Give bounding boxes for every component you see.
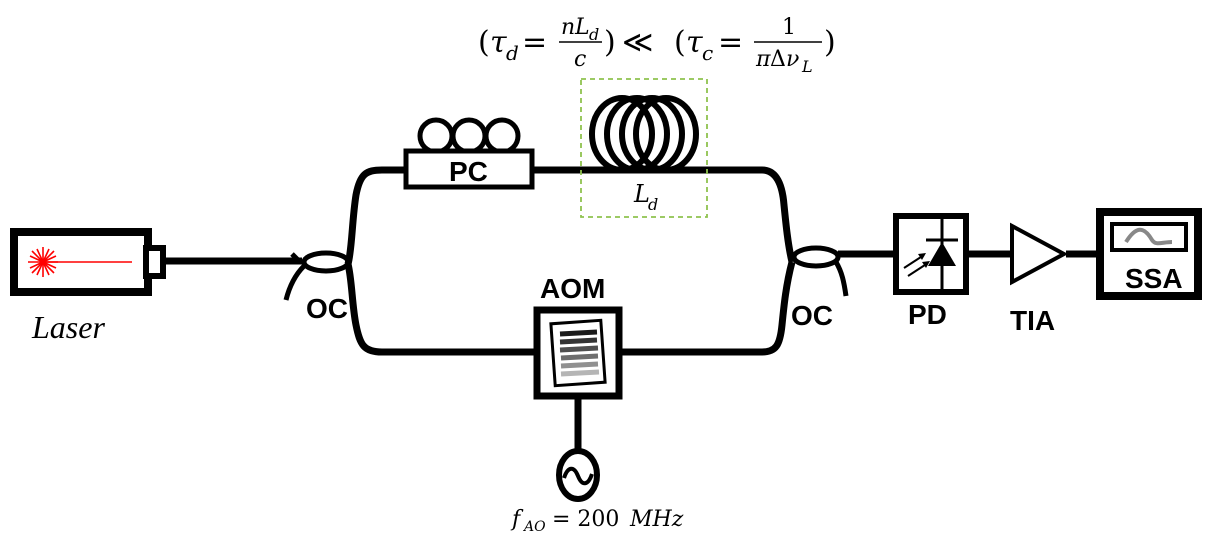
label-freq-unit: MHz bbox=[629, 507, 684, 532]
right-coupler-ring bbox=[791, 245, 841, 269]
delay-line-dashed-box bbox=[580, 78, 708, 218]
formula-equals-2: = bbox=[718, 25, 743, 60]
label-aom: AOM bbox=[540, 273, 605, 304]
label-delay-length: L bbox=[633, 180, 650, 208]
signal-spectrum-analyzer bbox=[1096, 208, 1202, 300]
formula-rparen-1: ) bbox=[604, 25, 616, 60]
photodetector bbox=[893, 213, 969, 295]
left-coupler-tail-lower bbox=[283, 264, 306, 301]
formula-denominator-pi: π bbox=[755, 47, 771, 72]
label-delay-length-sub: d bbox=[648, 195, 658, 214]
label-oc-right: OC bbox=[791, 300, 833, 331]
aom-gradient-stripes bbox=[559, 329, 600, 377]
aom-crystal bbox=[549, 318, 607, 388]
pd-box bbox=[893, 213, 969, 295]
label-pd: PD bbox=[908, 299, 947, 330]
pc-box bbox=[403, 148, 535, 190]
fiber-paths bbox=[163, 166, 1100, 450]
left-coupler-oc bbox=[283, 250, 351, 301]
formula-tau-d: τ bbox=[490, 25, 507, 60]
formula-numerator-sub-d: d bbox=[589, 25, 599, 44]
delay-coil-loops bbox=[589, 95, 699, 173]
formula-rparen-2: ) bbox=[824, 25, 836, 60]
right-coupler-tail bbox=[833, 260, 849, 297]
spectrum-trace-icon bbox=[1124, 227, 1173, 246]
right-coupler-oc bbox=[791, 245, 849, 297]
label-freq-f: f bbox=[510, 507, 524, 532]
fiber-upper-arm bbox=[344, 166, 796, 265]
formula-denominator-nu: ν bbox=[786, 47, 799, 72]
formula-equals-1: = bbox=[522, 25, 547, 60]
formula-lparen-1: ( bbox=[478, 25, 490, 60]
photodiode-icon bbox=[928, 242, 956, 266]
sine-wave-icon bbox=[562, 466, 594, 486]
formula-much-less-than: ≪ bbox=[622, 25, 653, 60]
formula-sub-c: c bbox=[702, 41, 713, 65]
label-ssa: SSA bbox=[1125, 263, 1183, 294]
formula-denominator-c: c bbox=[574, 47, 586, 72]
label-pc: PC bbox=[449, 156, 488, 187]
formula-numerator-one: 1 bbox=[782, 15, 796, 40]
fiber-delay-coil bbox=[580, 78, 708, 218]
laser-aperture bbox=[143, 245, 166, 279]
laser-source bbox=[10, 228, 166, 296]
label-freq-value: = 200 bbox=[552, 507, 619, 532]
laser-center-dot bbox=[40, 259, 46, 265]
acousto-optic-modulator bbox=[533, 306, 623, 400]
formula-numerator-n: n bbox=[561, 15, 575, 40]
formula-lparen-2: ( bbox=[674, 25, 686, 60]
pc-paddle-1 bbox=[417, 117, 455, 155]
pc-paddle-2 bbox=[450, 117, 488, 155]
left-coupler-tail-upper bbox=[290, 252, 302, 264]
label-laser: Laser bbox=[31, 309, 105, 345]
formula-denominator-sub-L: L bbox=[801, 57, 813, 76]
formula-denominator-delta: Δ bbox=[770, 47, 786, 72]
label-tia: TIA bbox=[1010, 305, 1055, 336]
left-coupler-ring bbox=[301, 250, 351, 274]
formula-numerator-L: L bbox=[574, 15, 590, 40]
rf-source bbox=[556, 448, 600, 502]
formula-tau-c: τ bbox=[686, 25, 703, 60]
label-freq-sub: AO bbox=[522, 519, 546, 535]
coherence-condition-formula: ( τ d = n L d c ) ≪ ( τ c = 1 π Δ ν L ) bbox=[478, 15, 836, 76]
pc-paddle-3 bbox=[483, 117, 521, 155]
label-oc-left: OC bbox=[306, 293, 348, 324]
formula-sub-d: d bbox=[506, 41, 519, 65]
amplifier-triangle-icon bbox=[1010, 222, 1069, 286]
polarization-controller bbox=[403, 117, 535, 190]
